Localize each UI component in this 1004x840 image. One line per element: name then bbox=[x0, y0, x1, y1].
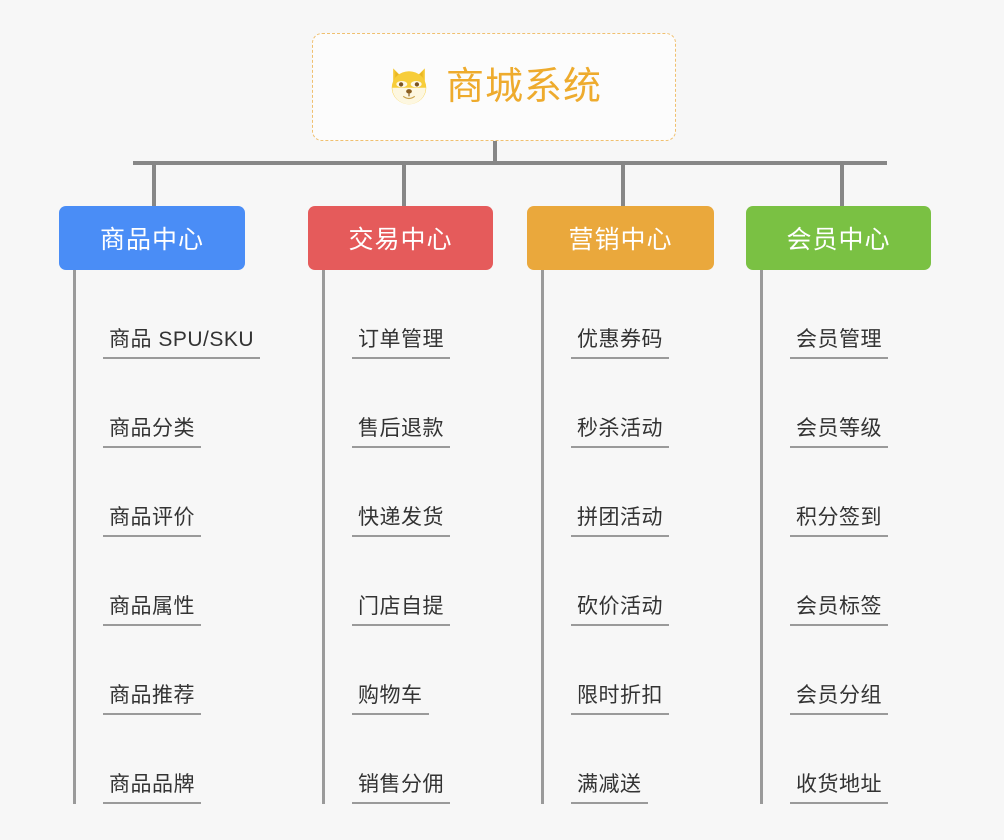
category-node-1[interactable]: 商品中心 bbox=[59, 206, 245, 270]
leaf-node[interactable]: 优惠券码 bbox=[541, 270, 669, 359]
branch-stem-connector-3 bbox=[621, 161, 625, 206]
leaf-label: 会员管理 bbox=[796, 327, 882, 351]
root-title: 商城系统 bbox=[445, 66, 602, 108]
category-node-4[interactable]: 会员中心 bbox=[746, 206, 931, 270]
branch-stem-connector-2 bbox=[402, 161, 406, 206]
trunk-horizontal-connector bbox=[133, 161, 887, 165]
category-node-3[interactable]: 营销中心 bbox=[527, 206, 714, 270]
leaf-label: 商品分类 bbox=[109, 416, 195, 440]
leaf-underline: 快递发货 bbox=[352, 506, 450, 537]
leaf-label: 快递发货 bbox=[358, 505, 444, 529]
leaf-node[interactable]: 限时折扣 bbox=[541, 626, 669, 715]
leaf-label: 拼团活动 bbox=[577, 505, 663, 529]
branch-stem-connector-1 bbox=[152, 161, 156, 206]
leaf-node[interactable]: 商品分类 bbox=[73, 359, 201, 448]
leaf-label: 砍价活动 bbox=[577, 594, 663, 618]
branch-stem-connector-4 bbox=[840, 161, 844, 206]
leaf-underline: 满减送 bbox=[571, 773, 648, 804]
leaf-node[interactable]: 商品品牌 bbox=[73, 715, 201, 804]
leaf-underline: 砍价活动 bbox=[571, 595, 669, 626]
leaf-label: 优惠券码 bbox=[577, 327, 663, 351]
leaf-node[interactable]: 拼团活动 bbox=[541, 448, 669, 537]
leaf-node[interactable]: 商品 SPU/SKU bbox=[73, 270, 261, 359]
leaf-underline: 商品评价 bbox=[103, 506, 201, 537]
leaf-underline: 订单管理 bbox=[352, 328, 450, 359]
leaf-underline: 商品 SPU/SKU bbox=[103, 327, 261, 359]
leaf-underline: 会员标签 bbox=[790, 595, 888, 626]
leaf-label: 售后退款 bbox=[358, 416, 444, 440]
leaf-node[interactable]: 售后退款 bbox=[322, 359, 450, 448]
leaf-label: 门店自提 bbox=[358, 594, 444, 618]
leaf-label: 会员分组 bbox=[796, 683, 882, 707]
leaf-node[interactable]: 会员标签 bbox=[760, 537, 888, 626]
leaf-node[interactable]: 砍价活动 bbox=[541, 537, 669, 626]
leaf-node[interactable]: 会员分组 bbox=[760, 626, 888, 715]
leaf-label: 满减送 bbox=[577, 772, 642, 796]
category-label: 营销中心 bbox=[568, 226, 673, 254]
category-label: 商品中心 bbox=[99, 226, 204, 254]
leaf-underline: 门店自提 bbox=[352, 595, 450, 626]
leaf-label: 销售分佣 bbox=[358, 772, 444, 796]
leaf-underline: 限时折扣 bbox=[571, 684, 669, 715]
leaf-spine-2 bbox=[322, 270, 325, 804]
root-node[interactable]: 商城系统 bbox=[312, 33, 676, 141]
leaf-underline: 会员分组 bbox=[790, 684, 888, 715]
leaf-label: 秒杀活动 bbox=[577, 416, 663, 440]
leaf-underline: 商品分类 bbox=[103, 417, 201, 448]
leaf-underline: 售后退款 bbox=[352, 417, 450, 448]
leaf-node[interactable]: 销售分佣 bbox=[322, 715, 450, 804]
leaf-underline: 拼团活动 bbox=[571, 506, 669, 537]
leaf-node[interactable]: 商品属性 bbox=[73, 537, 201, 626]
leaf-label: 订单管理 bbox=[358, 327, 444, 351]
leaf-spine-3 bbox=[541, 270, 544, 804]
root-stem-connector bbox=[493, 141, 497, 164]
leaf-node[interactable]: 购物车 bbox=[322, 626, 429, 715]
leaf-node[interactable]: 商品推荐 bbox=[73, 626, 201, 715]
leaf-label: 商品评价 bbox=[109, 505, 195, 529]
leaf-label: 限时折扣 bbox=[577, 683, 663, 707]
leaf-underline: 商品品牌 bbox=[103, 773, 201, 804]
leaf-underline: 商品属性 bbox=[103, 595, 201, 626]
leaf-label: 收货地址 bbox=[796, 772, 882, 796]
leaf-underline: 收货地址 bbox=[790, 773, 888, 804]
category-label: 交易中心 bbox=[348, 226, 453, 254]
category-node-2[interactable]: 交易中心 bbox=[308, 206, 493, 270]
leaf-label: 购物车 bbox=[358, 683, 423, 707]
leaf-node[interactable]: 会员等级 bbox=[760, 359, 888, 448]
leaf-node[interactable]: 秒杀活动 bbox=[541, 359, 669, 448]
leaf-underline: 优惠券码 bbox=[571, 328, 669, 359]
leaf-label: 商品品牌 bbox=[109, 772, 195, 796]
leaf-node[interactable]: 满减送 bbox=[541, 715, 648, 804]
leaf-spine-4 bbox=[760, 270, 763, 804]
leaf-underline: 销售分佣 bbox=[352, 773, 450, 804]
leaf-underline: 购物车 bbox=[352, 684, 429, 715]
leaf-node[interactable]: 快递发货 bbox=[322, 448, 450, 537]
leaf-node[interactable]: 商品评价 bbox=[73, 448, 201, 537]
leaf-node[interactable]: 积分签到 bbox=[760, 448, 888, 537]
leaf-node[interactable]: 订单管理 bbox=[322, 270, 450, 359]
leaf-node[interactable]: 收货地址 bbox=[760, 715, 888, 804]
category-label: 会员中心 bbox=[786, 226, 891, 254]
leaf-node[interactable]: 会员管理 bbox=[760, 270, 888, 359]
leaf-underline: 积分签到 bbox=[790, 506, 888, 537]
leaf-label: 会员标签 bbox=[796, 594, 882, 618]
leaf-label: 会员等级 bbox=[796, 416, 882, 440]
leaf-label: 商品 SPU/SKU bbox=[109, 327, 255, 351]
leaf-spine-1 bbox=[73, 270, 76, 804]
leaf-underline: 会员管理 bbox=[790, 328, 888, 359]
leaf-label: 商品属性 bbox=[109, 594, 195, 618]
shiba-dog-face-icon bbox=[391, 68, 427, 105]
leaf-label: 积分签到 bbox=[796, 505, 882, 529]
leaf-node[interactable]: 门店自提 bbox=[322, 537, 450, 626]
leaf-underline: 秒杀活动 bbox=[571, 417, 669, 448]
leaf-label: 商品推荐 bbox=[109, 683, 195, 707]
leaf-underline: 会员等级 bbox=[790, 417, 888, 448]
leaf-underline: 商品推荐 bbox=[103, 684, 201, 715]
